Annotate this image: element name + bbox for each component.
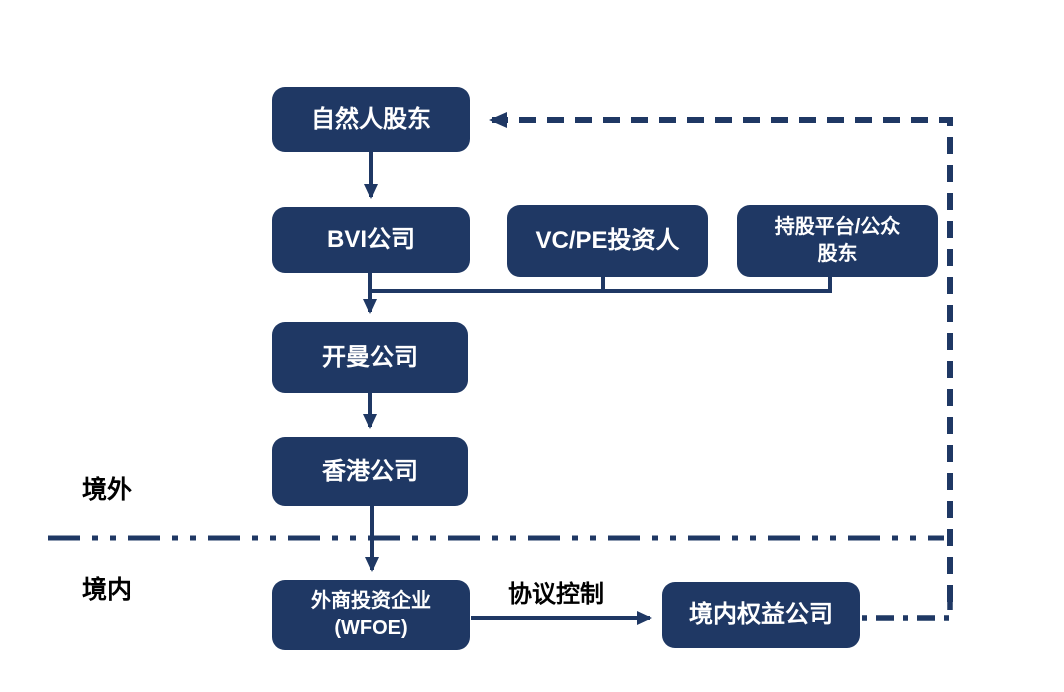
edge-feedback-dashed	[489, 112, 953, 602]
node-label-line1: 外商投资企业	[311, 590, 431, 612]
node-label: 香港公司	[322, 457, 418, 485]
node-label: 自然人股东	[311, 105, 431, 133]
node-label: VC/PE投资人	[535, 227, 680, 254]
node-label: 境内权益公司	[689, 601, 833, 628]
node-label: BVI公司	[326, 226, 415, 253]
node-cayman-company: 开曼公司	[272, 322, 468, 393]
edge-feedback-corner	[862, 602, 953, 621]
node-label-line2: 股东	[817, 243, 858, 265]
node-natural-person-shareholders: 自然人股东	[272, 87, 470, 152]
node-holding-platform-public-shareholders: 持股平台/公众 股东	[737, 205, 938, 277]
onshore-region-label: 境内	[82, 576, 133, 604]
node-bvi-company: BVI公司	[272, 207, 470, 273]
vie-control-edge-label: 协议控制	[508, 581, 604, 608]
node-label-line1: 持股平台/公众	[774, 216, 901, 238]
node-vcpe-investors: VC/PE投资人	[507, 205, 708, 277]
node-domestic-equity-company: 境内权益公司	[662, 582, 860, 648]
node-hongkong-company: 香港公司	[272, 437, 468, 506]
offshore-region-label: 境外	[82, 476, 133, 504]
node-label-line2: (WFOE)	[334, 617, 408, 639]
node-label: 开曼公司	[322, 343, 418, 371]
node-wfoe-foreign-invested-enterprise: 外商投资企业 (WFOE)	[272, 580, 470, 650]
